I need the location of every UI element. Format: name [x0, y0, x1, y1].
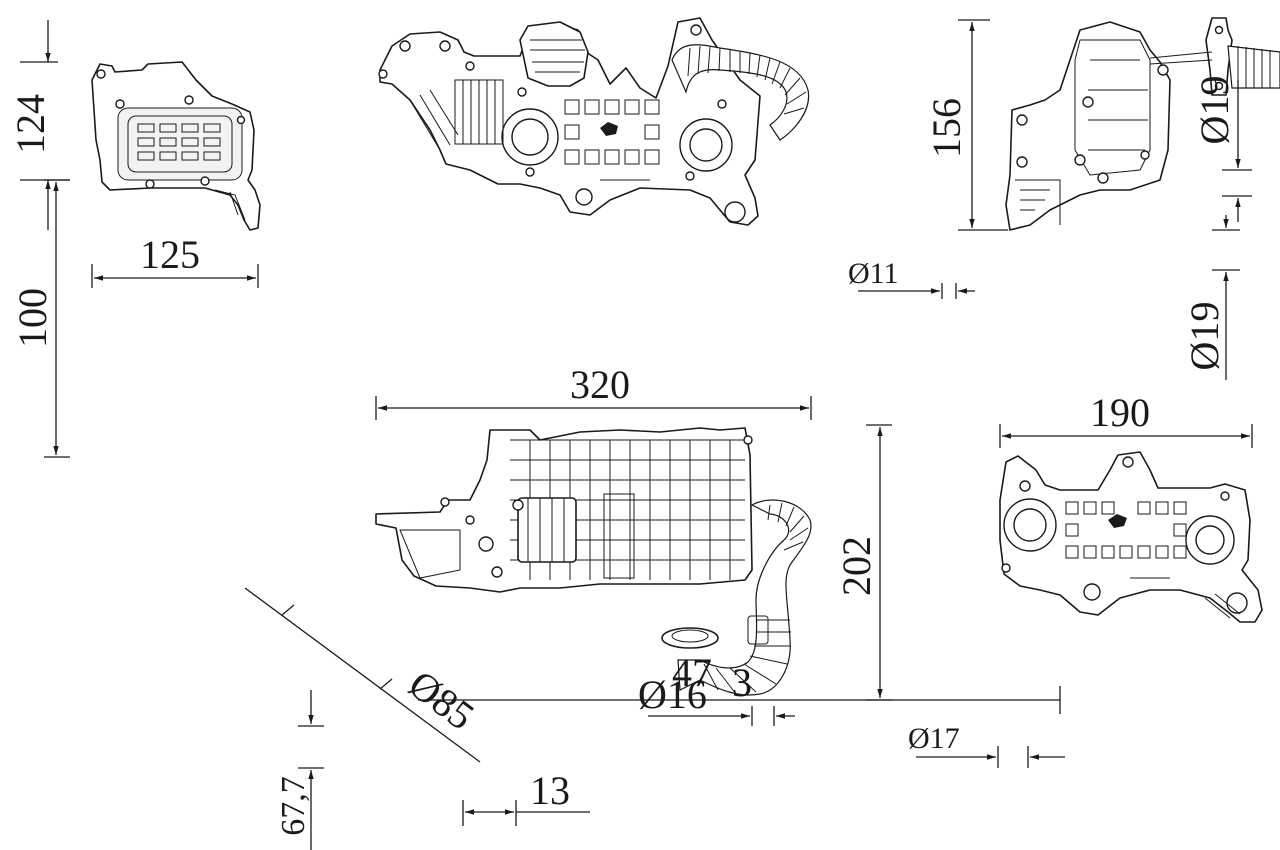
- dimension-190: 190: [999, 390, 1253, 448]
- front-view: [375, 427, 812, 696]
- label-47: 47: [672, 650, 712, 695]
- label-3: 3: [732, 660, 752, 705]
- dimension-diameter-11: Ø11: [848, 257, 975, 299]
- label-100: 100: [10, 288, 55, 348]
- top-view: [378, 17, 810, 226]
- dimension-100: 100: [10, 179, 70, 458]
- side-view-small: [91, 61, 261, 231]
- label-diameter-85: Ø85: [401, 661, 483, 738]
- label-124: 124: [8, 94, 53, 154]
- label-diameter-17: Ø17: [908, 722, 960, 755]
- dimension-diameter-17: Ø17: [908, 722, 1065, 768]
- label-156: 156: [924, 98, 969, 158]
- dimension-13: 13: [462, 768, 590, 826]
- dimension-diameter-19-top: Ø19: [1192, 76, 1252, 222]
- dimension-67-7: 67,7: [275, 690, 324, 850]
- label-diameter-19-top: Ø19: [1192, 76, 1237, 145]
- dimension-diameter-19-mid: Ø19: [1182, 215, 1240, 380]
- label-13: 13: [530, 768, 570, 813]
- dimension-diameter-16: 47 Ø16 3: [638, 650, 795, 726]
- end-view: [1005, 17, 1280, 231]
- label-125: 125: [140, 232, 200, 277]
- label-diameter-19-mid: Ø19: [1182, 302, 1227, 371]
- rear-view: [999, 451, 1263, 623]
- label-67-7: 67,7: [275, 776, 312, 836]
- dimension-125: 125: [91, 232, 259, 288]
- dimension-202: 202: [834, 424, 892, 701]
- dimension-320: 320: [375, 362, 812, 420]
- label-202: 202: [834, 536, 879, 596]
- label-320: 320: [570, 362, 630, 407]
- label-190: 190: [1090, 390, 1150, 435]
- dimension-124: 124: [8, 20, 70, 230]
- label-diameter-16: Ø16: [638, 672, 707, 717]
- label-diameter-11: Ø11: [848, 257, 899, 290]
- dimension-156: 156: [924, 19, 1008, 231]
